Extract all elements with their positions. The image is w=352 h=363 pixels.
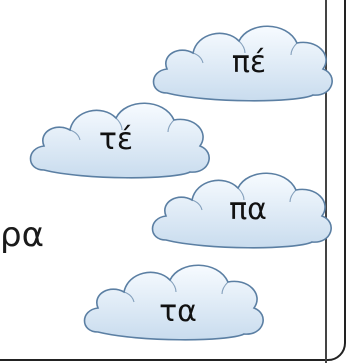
syllable-cloud-pa[interactable]: πα: [146, 162, 336, 252]
syllable-cloud-ta[interactable]: τα: [78, 254, 268, 344]
cloud-label: πα: [229, 192, 267, 227]
cloud-icon: [151, 172, 332, 249]
partial-word-text: ρα: [0, 215, 44, 255]
cloud-icon: [29, 102, 210, 179]
cloud-label: πέ: [231, 45, 267, 80]
cloud-icon: [83, 264, 264, 341]
cloud-label: τέ: [98, 122, 134, 157]
panel-border: [0, 0, 346, 361]
cloud-icon: [152, 25, 333, 102]
cloud-label: τα: [159, 294, 197, 329]
syllable-cloud-te[interactable]: τέ: [24, 92, 214, 182]
syllable-cloud-pe[interactable]: πέ: [147, 15, 337, 105]
panel-divider: [325, 0, 327, 363]
